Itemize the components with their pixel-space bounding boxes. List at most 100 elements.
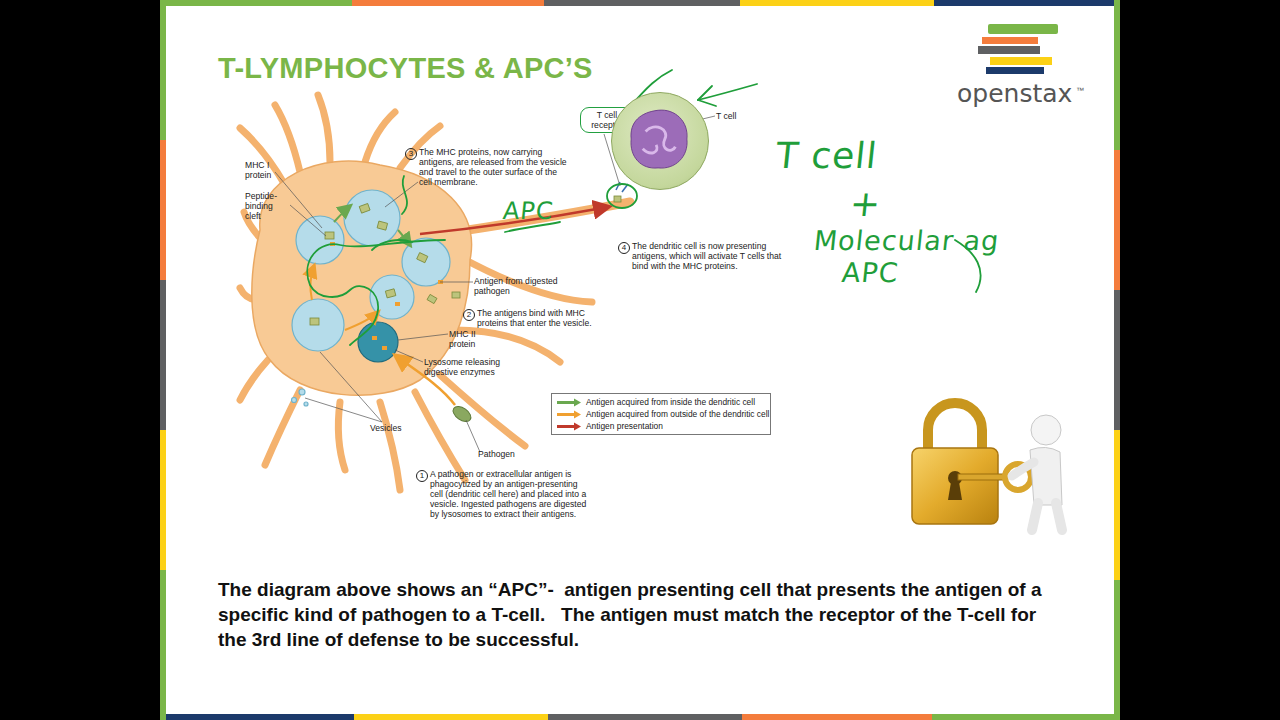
strip <box>160 570 166 720</box>
dendrite <box>415 392 465 480</box>
hand-stroke <box>698 86 712 100</box>
dendrite <box>240 360 268 400</box>
dendrite <box>265 390 300 465</box>
vesicle-bit <box>292 398 297 403</box>
dendrite <box>318 95 330 162</box>
lock-body <box>912 448 998 524</box>
strip <box>742 714 932 720</box>
strip <box>160 714 354 720</box>
strip <box>544 0 740 6</box>
figure-head <box>1031 415 1061 445</box>
legend-sample <box>556 410 582 419</box>
callout-number: 3 <box>405 148 417 160</box>
antigen-pieces <box>330 242 443 350</box>
strip <box>740 0 934 6</box>
vesicle-bit <box>299 389 305 395</box>
key-shaft <box>958 474 1006 480</box>
legend-arrow-line <box>557 401 575 404</box>
hand-stroke <box>372 240 412 250</box>
vesicle <box>292 299 344 351</box>
leader-line <box>398 334 448 340</box>
part-label: Pathogen <box>478 449 515 459</box>
vesicle <box>344 190 400 246</box>
legend-arrow-head <box>574 398 581 406</box>
mhc-protein <box>417 253 428 263</box>
mhc-protein <box>377 221 388 230</box>
figure-legs <box>1032 503 1062 530</box>
lock-shackle <box>928 403 982 452</box>
strip <box>548 714 742 720</box>
orange-arrow <box>345 312 378 330</box>
logo-bar <box>978 46 1040 54</box>
node-label: T cell <box>716 111 736 121</box>
step-text: A pathogen or extracellular antigen is p… <box>430 469 588 519</box>
figure-body <box>1030 447 1062 505</box>
part-label: Vesicles <box>370 423 402 433</box>
part-label: Lysosome releasing digestive enzymes <box>424 357 508 377</box>
strip <box>160 430 166 570</box>
handwritten-note: T cell <box>774 136 880 176</box>
callout-number: 4 <box>618 242 630 254</box>
mhc-protein <box>614 196 621 202</box>
dendrite <box>338 402 345 470</box>
legend-text: Antigen acquired from outside of the den… <box>586 409 769 419</box>
antigen <box>395 302 400 306</box>
leader-line <box>466 420 480 452</box>
strip <box>932 714 1120 720</box>
antigen <box>382 346 387 350</box>
strip <box>1114 580 1120 720</box>
logo-bar <box>986 67 1044 74</box>
handwritten-note: + <box>848 184 883 224</box>
lysosome <box>358 322 398 362</box>
handwritten-note: Molecular ag <box>812 226 1000 256</box>
vesicle-bit <box>304 402 308 406</box>
figure-arm <box>1012 462 1034 476</box>
logo-bar <box>988 24 1058 34</box>
dendrite <box>365 112 395 162</box>
orange-arrow <box>310 266 314 300</box>
strip <box>934 0 1120 6</box>
border-strips <box>160 0 1120 720</box>
leader-line <box>290 205 326 236</box>
callout-number: 2 <box>463 309 475 321</box>
mhc-protein <box>310 318 319 325</box>
mhc-protein <box>359 203 370 213</box>
mhc-protein <box>325 232 334 239</box>
vesicle <box>296 216 344 264</box>
dendrite <box>462 258 592 302</box>
legend-row: Antigen acquired from outside of the den… <box>556 408 766 420</box>
t-cell-nucleus <box>612 93 708 189</box>
strip <box>354 714 548 720</box>
legend-arrow-line <box>557 425 575 428</box>
trademark: ™ <box>1076 86 1084 95</box>
lock-and-key <box>912 403 1062 530</box>
leader-line <box>440 282 473 283</box>
part-label: MHC I protein <box>245 160 287 180</box>
hand-circle <box>607 184 637 208</box>
strip <box>352 0 544 6</box>
slide-title: T-LYMPHOCYTES & APC’S <box>218 52 593 85</box>
hand-stroke <box>307 240 445 345</box>
dendrite <box>440 375 525 446</box>
step-text: The dendritic cell is now presenting ant… <box>632 241 782 271</box>
slide-caption: The diagram above shows an “APC”- antige… <box>218 577 1048 652</box>
callout-number: 1 <box>416 470 428 482</box>
mhc-protein <box>427 294 437 303</box>
green-arrow <box>334 206 350 222</box>
hand-stroke <box>698 84 757 100</box>
mhc-protein <box>385 289 396 298</box>
part-label: Antigen from digested pathogen <box>474 276 558 296</box>
strip <box>160 140 166 280</box>
legend-row: Antigen acquired from inside the dendrit… <box>556 396 766 408</box>
strip <box>160 280 166 430</box>
legend-arrow-head <box>574 422 581 430</box>
keyhole <box>948 482 962 500</box>
logo-bar <box>982 37 1038 44</box>
pathogen <box>450 403 473 424</box>
t-cell: T cell <box>611 92 709 190</box>
leader-line <box>275 172 322 228</box>
legend-text: Antigen presentation <box>586 421 663 431</box>
legend-arrow-line <box>557 413 575 416</box>
antigen <box>372 336 377 340</box>
legend-sample <box>556 398 582 407</box>
